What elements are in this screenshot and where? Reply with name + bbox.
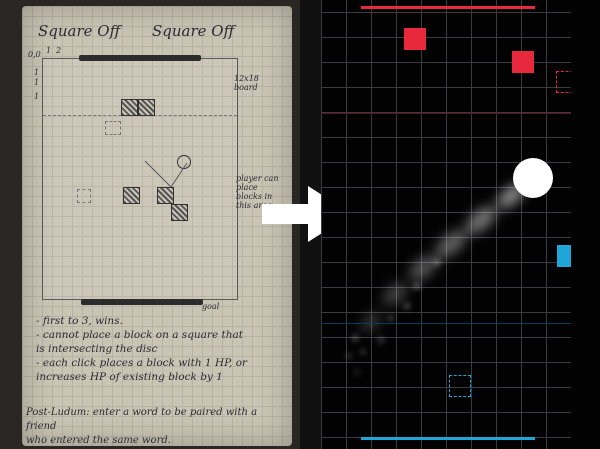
red-zone-boundary	[321, 113, 571, 114]
sketch-rules: - first to 3, wins. - cannot place a blo…	[36, 314, 288, 384]
blue-zone-boundary	[321, 323, 571, 324]
red-goal-top	[361, 6, 535, 9]
notebook-page: Square Off Square Off 0,0 1 2 1 1 1 12x1…	[22, 6, 292, 446]
axis-y-label-1: 1	[34, 68, 40, 77]
blue-goal-bottom	[361, 437, 535, 440]
sketch-note-goal: goal	[202, 302, 220, 311]
disc-ball	[513, 158, 553, 198]
rule-line: - cannot place a block on a square that	[36, 329, 243, 341]
red-block[interactable]	[512, 51, 534, 73]
sketch-title-right: Square Off	[152, 22, 235, 40]
axis-x-label-2: 2	[56, 46, 62, 55]
sketch-bounce-lines	[144, 160, 188, 188]
sketch-cursor-square	[77, 189, 91, 203]
axis-x-label-1: 1	[46, 46, 52, 55]
sketch-board	[42, 55, 238, 305]
game-board-margin	[571, 0, 600, 449]
rule-line: - each click places a block with 1 HP, o…	[36, 357, 248, 369]
sketch-block	[171, 204, 188, 221]
rule-line: increases HP of existing block by 1	[36, 371, 223, 383]
blue-ghost-block	[449, 375, 471, 397]
axis-y-label-3: 1	[34, 92, 40, 101]
post-ludum-line: who entered the same word.	[26, 435, 171, 446]
notebook-photo: Square Off Square Off 0,0 1 2 1 1 1 12x1…	[0, 0, 300, 449]
sketch-goal-top	[79, 55, 201, 61]
rule-line: - first to 3, wins.	[36, 315, 123, 327]
sketch-goal-bottom	[81, 299, 203, 305]
sketch-block	[157, 187, 174, 204]
disc-trail	[346, 184, 525, 374]
game-board[interactable]	[321, 0, 579, 449]
sketch-post-ludum: Post-Ludum: enter a word to be paired wi…	[26, 406, 288, 448]
axis-y-label-2: 1	[34, 78, 40, 87]
sketch-note-place-area: player can place blocks in this area	[236, 174, 279, 210]
sketch-block	[121, 99, 138, 116]
post-ludum-line: Post-Ludum: enter a word to be paired wi…	[26, 407, 258, 432]
sketch-block	[138, 99, 155, 116]
sketch-title-left: Square Off	[38, 22, 121, 40]
sketch-note-board-size: 12x18 board	[234, 74, 259, 92]
axis-origin-label: 0,0	[28, 50, 41, 59]
sketch-block	[123, 187, 140, 204]
red-block[interactable]	[404, 28, 426, 50]
rule-line: is intersecting the disc	[36, 343, 158, 355]
sketch-disc	[177, 155, 191, 169]
sketch-ghost-block	[105, 121, 121, 135]
